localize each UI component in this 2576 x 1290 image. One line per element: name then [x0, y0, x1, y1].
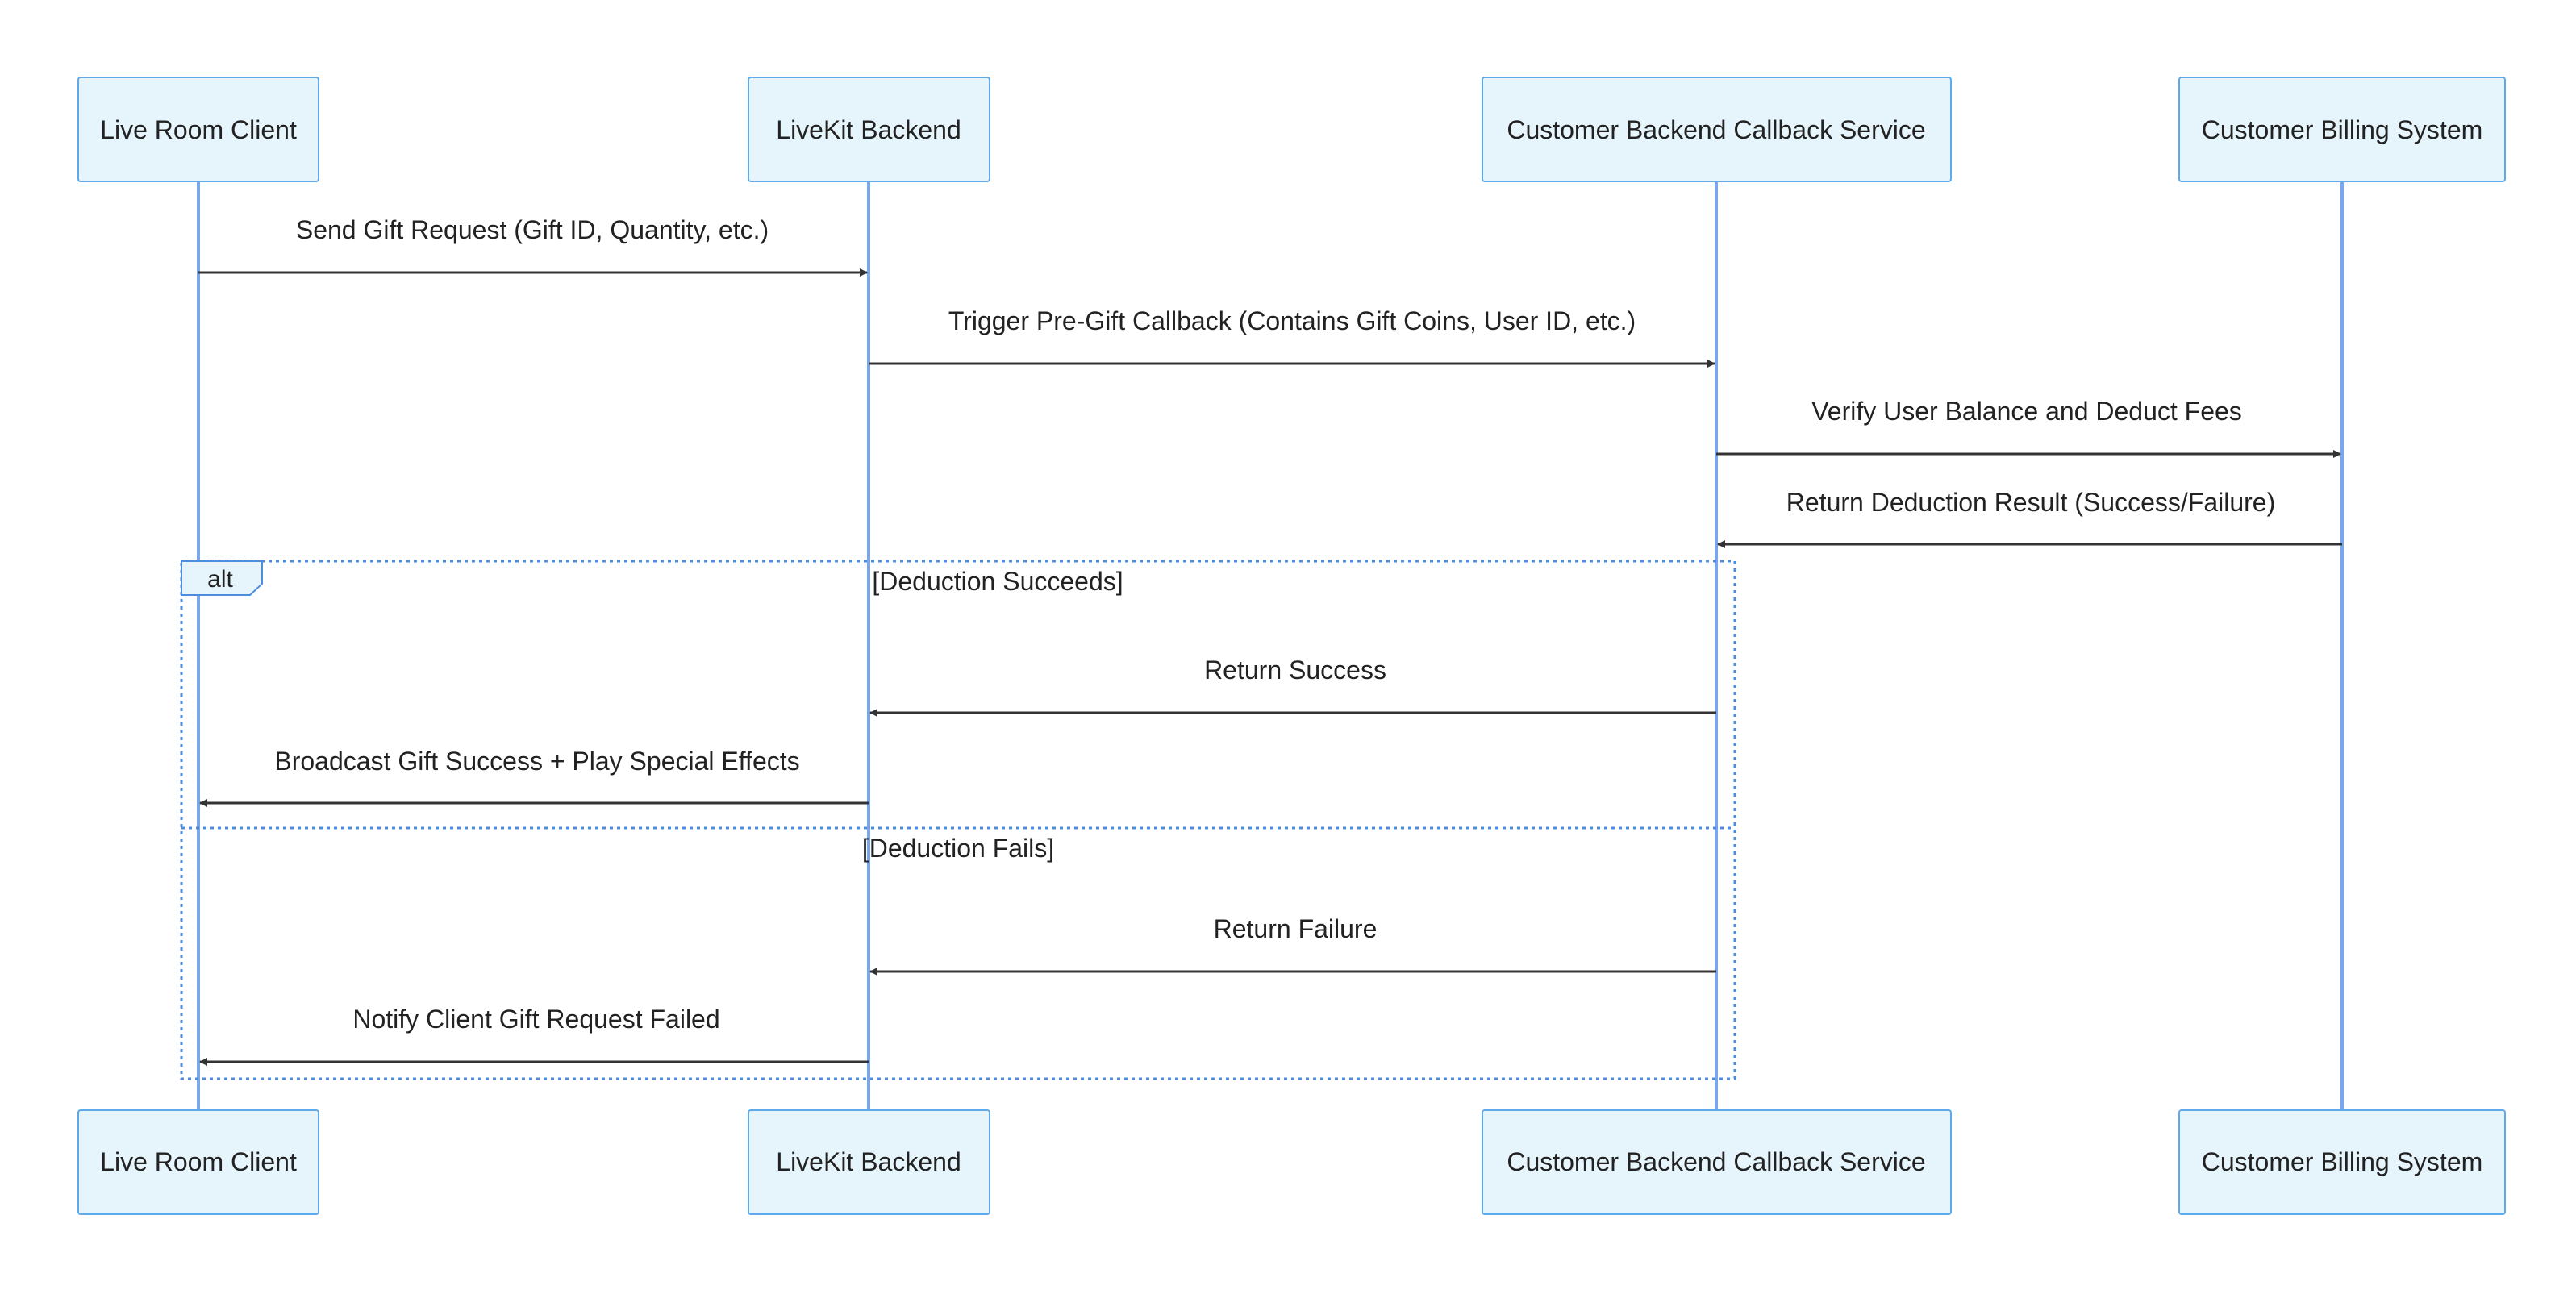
actor-label: LiveKit Backend [776, 115, 961, 144]
messages: Send Gift Request (Gift ID, Quantity, et… [198, 215, 2342, 1066]
actor-label: Customer Billing System [2202, 1147, 2483, 1176]
alt-condition-success: [Deduction Succeeds] [872, 567, 1123, 596]
actor-customer-backend-callback-service-bottom: Customer Backend Callback Service [1482, 1109, 1952, 1215]
actor-label: LiveKit Backend [776, 1147, 961, 1176]
message-notify-client-failed: Notify Client Gift Request Failed [199, 1005, 869, 1066]
message-label: Broadcast Gift Success + Play Special Ef… [274, 747, 799, 776]
actor-customer-billing-system-top: Customer Billing System [2178, 77, 2506, 182]
message-send-gift-request: Send Gift Request (Gift ID, Quantity, et… [198, 215, 868, 277]
message-label: Verify User Balance and Deduct Fees [1811, 397, 2242, 426]
message-trigger-pre-gift-callback: Trigger Pre-Gift Callback (Contains Gift… [869, 306, 1715, 368]
message-label: Notify Client Gift Request Failed [352, 1005, 719, 1034]
message-label: Return Failure [1214, 914, 1378, 943]
actor-livekit-backend-bottom: LiveKit Backend [748, 1109, 990, 1215]
message-label: Send Gift Request (Gift ID, Quantity, et… [296, 215, 769, 244]
actor-live-room-client-top: Live Room Client [77, 77, 319, 182]
actor-customer-billing-system-bottom: Customer Billing System [2178, 1109, 2506, 1215]
message-verify-user-balance: Verify User Balance and Deduct Fees [1716, 397, 2341, 458]
alt-frame: alt [Deduction Succeeds] [Deduction Fail… [180, 560, 1736, 1080]
alt-frame-border [180, 560, 1736, 1080]
actor-live-room-client-bottom: Live Room Client [77, 1109, 319, 1215]
alt-frame-tag [181, 560, 263, 596]
message-return-failure: Return Failure [869, 914, 1716, 976]
actor-label: Live Room Client [100, 1147, 297, 1176]
actors-top: Live Room Client LiveKit Backend Custome… [77, 77, 2506, 182]
actor-customer-backend-callback-service-top: Customer Backend Callback Service [1482, 77, 1952, 182]
message-label: Trigger Pre-Gift Callback (Contains Gift… [948, 306, 1636, 335]
lifelines [197, 182, 2344, 1111]
message-return-deduction-result: Return Deduction Result (Success/Failure… [1717, 488, 2342, 548]
message-label: Return Deduction Result (Success/Failure… [1786, 488, 2275, 517]
message-return-success: Return Success [869, 655, 1716, 717]
alt-condition-failure: [Deduction Fails] [862, 834, 1054, 863]
actor-livekit-backend-top: LiveKit Backend [748, 77, 990, 182]
actor-label: Customer Billing System [2202, 115, 2483, 144]
alt-frame-label: alt [207, 566, 233, 593]
actor-label: Customer Backend Callback Service [1507, 1147, 1925, 1176]
actors-bottom: Live Room Client LiveKit Backend Custome… [77, 1109, 2506, 1215]
message-broadcast-gift-success: Broadcast Gift Success + Play Special Ef… [199, 747, 869, 807]
actor-label: Customer Backend Callback Service [1507, 115, 1925, 144]
message-label: Return Success [1204, 655, 1386, 685]
actor-label: Live Room Client [100, 115, 297, 144]
